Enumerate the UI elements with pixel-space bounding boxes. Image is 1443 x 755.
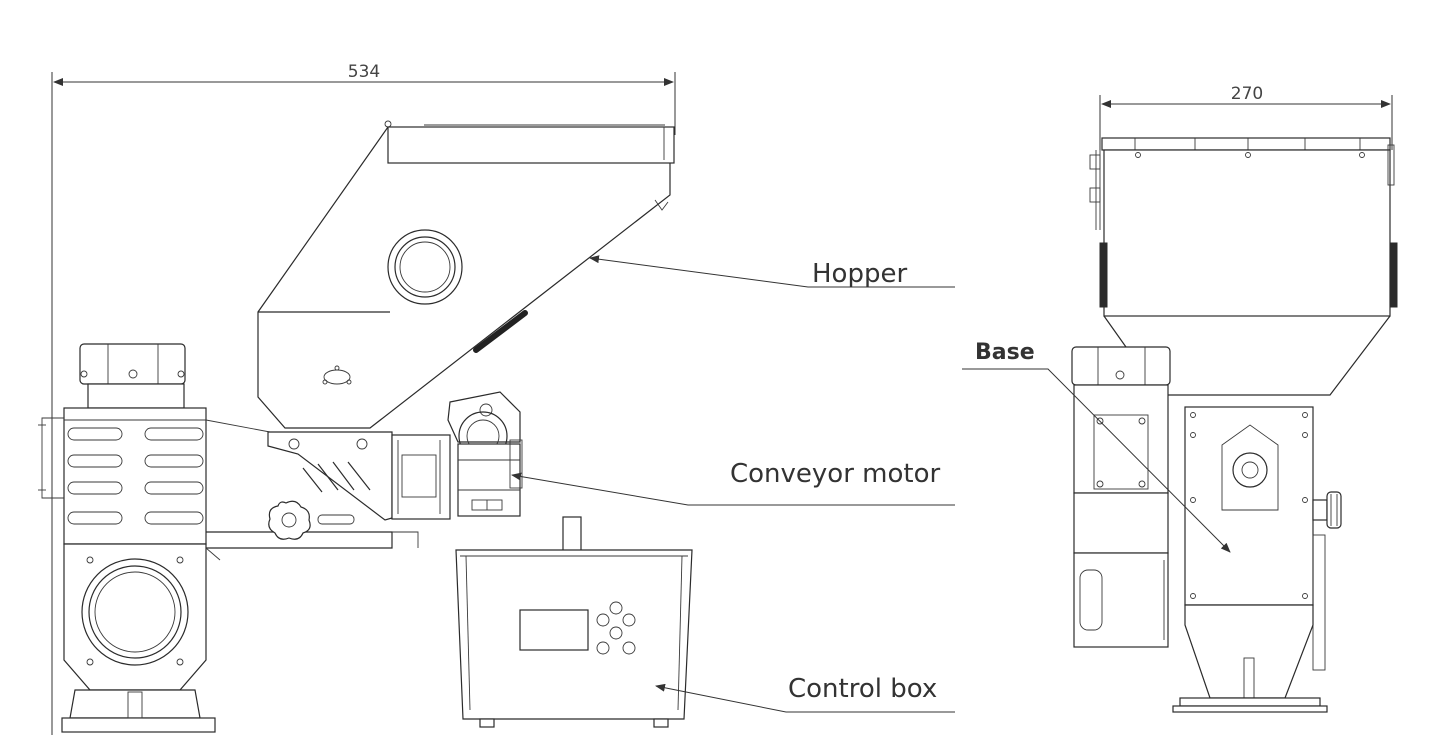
- hopper-label: Hopper: [812, 259, 907, 289]
- base-label: Base: [975, 340, 1035, 365]
- front-view: 270: [962, 84, 1398, 713]
- width-dimension: 534: [51, 62, 676, 735]
- hopper-front: [1089, 137, 1398, 396]
- conveyor-motor: [391, 391, 523, 520]
- side-leaders: [511, 255, 955, 713]
- conveyor-motor-label: Conveyor motor: [730, 459, 941, 489]
- cooling-fins: [67, 427, 204, 525]
- depth-dimension-label: 270: [1231, 84, 1263, 104]
- control-box: [455, 516, 693, 728]
- front-motor: [1071, 346, 1171, 648]
- side-view: 534: [38, 62, 955, 735]
- control-box-keypad: [596, 601, 636, 655]
- control-box-label: Control box: [788, 674, 937, 704]
- throat-slots: [302, 461, 371, 493]
- depth-dimension: 270: [1099, 84, 1393, 150]
- feed-throat: [205, 419, 419, 561]
- width-dimension-label: 534: [348, 62, 380, 82]
- base-leader: [962, 368, 1231, 553]
- control-box-display: [519, 609, 589, 651]
- main-motor-unit: [38, 343, 216, 733]
- hopper: [257, 120, 675, 429]
- base-body: [1172, 406, 1342, 713]
